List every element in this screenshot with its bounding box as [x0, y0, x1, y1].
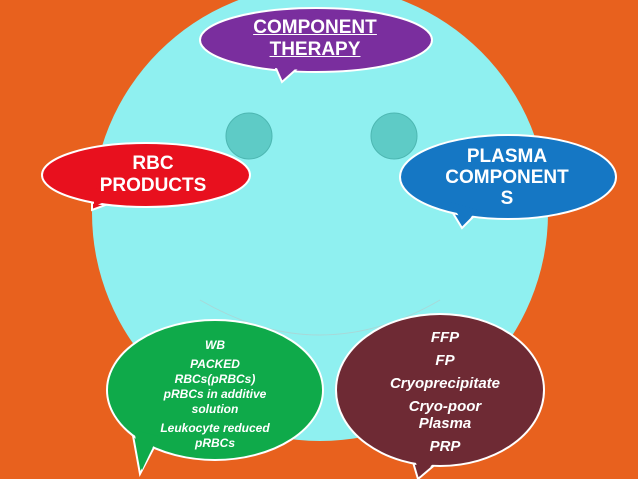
- left-eye: [225, 112, 273, 160]
- right-eye: [370, 112, 418, 160]
- plasma-components-line: COMPONENT: [445, 166, 569, 188]
- rbc-list-bubble: [106, 319, 324, 478]
- rbc-list-text: WB PACKED RBCs(pRBCs) pRBCs in additive …: [122, 328, 308, 460]
- rbc-products-line: RBC: [132, 153, 174, 174]
- plasma-list-item: FP: [435, 352, 455, 369]
- plasma-list-item: Plasma: [418, 415, 472, 432]
- plasma-list-bubble: [335, 313, 545, 479]
- rbc-list-item: Leukocyte reduced: [160, 420, 270, 435]
- plasma-list-item: Cryoprecipitate: [389, 375, 501, 392]
- rbc-list-item: RBCs(pRBCs): [174, 371, 256, 386]
- component-therapy-label: COMPONENT THERAPY: [222, 14, 408, 64]
- rbc-list-item: WB: [205, 337, 225, 352]
- plasma-list-item: FFP: [430, 329, 460, 346]
- rbc-products-bubble: [41, 142, 251, 212]
- plasma-components-label: PLASMA COMPONENT S: [412, 140, 602, 214]
- rbc-products-label: RBC PRODUCTS: [58, 150, 248, 200]
- rbc-list-item: pRBCs in additive: [163, 386, 267, 401]
- rbc-list-item: pRBCs: [194, 435, 235, 450]
- rbc-list-item: solution: [191, 401, 239, 416]
- rbc-products-line: PRODUCTS: [99, 175, 207, 196]
- plasma-list-item: PRP: [429, 438, 461, 455]
- plasma-components-bubble: [399, 134, 617, 230]
- plasma-components-line: S: [500, 187, 514, 209]
- component-therapy-bubble: [199, 7, 433, 84]
- component-therapy-line: COMPONENT: [253, 17, 377, 38]
- mouth-arc: [199, 299, 441, 336]
- plasma-components-line: PLASMA: [466, 145, 548, 167]
- plasma-list-item: Cryo-poor: [408, 398, 482, 415]
- plasma-list-text: FFP FP Cryoprecipitate Cryo-poor Plasma …: [350, 318, 540, 466]
- rbc-list-item: PACKED: [190, 356, 240, 371]
- component-therapy-line: THERAPY: [269, 39, 361, 60]
